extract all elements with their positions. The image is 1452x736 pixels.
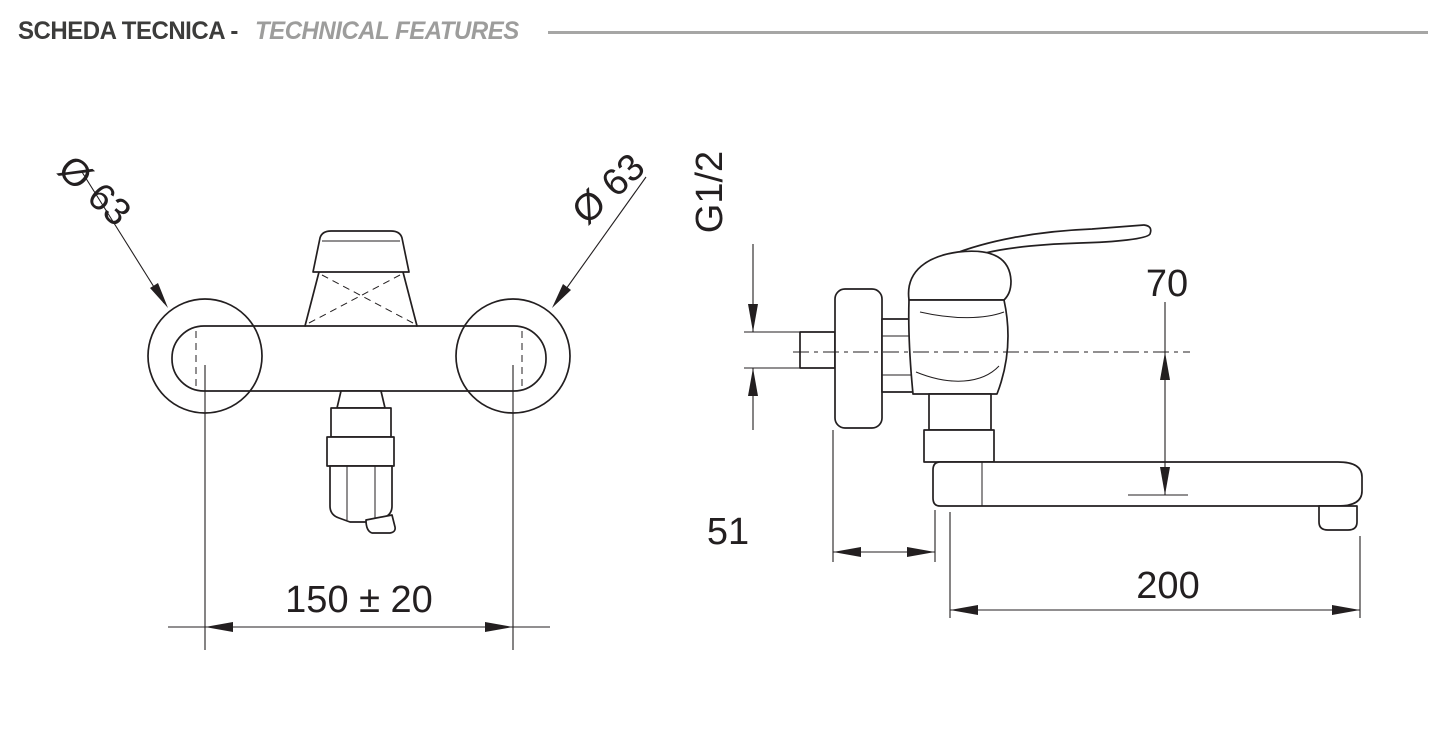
- dim-arrow-height-bottom: [1160, 467, 1170, 495]
- cartridge-cone-left: [304, 271, 320, 327]
- spout: [932, 461, 1363, 507]
- wall-nipple: [799, 331, 836, 369]
- lower-housing: [928, 393, 992, 431]
- aerator: [1318, 505, 1358, 531]
- dim-label-spout-height: 70: [1146, 263, 1188, 305]
- dim-arrow-wall-left: [833, 547, 861, 557]
- front-view: Ø 63 Ø 63 150 ± 20: [50, 146, 653, 650]
- wall-flange: [834, 288, 883, 429]
- g12-arrow-down: [748, 304, 758, 332]
- dim-label-thread-size: G1/2: [689, 151, 731, 233]
- dim-label-inlet-distance: 150 ± 20: [285, 579, 433, 621]
- leader-line-right: [555, 176, 647, 304]
- leader-arrow-right: [552, 284, 571, 308]
- outlet-body-lower: [326, 436, 395, 467]
- dim-label-wall-depth: 51: [707, 511, 749, 553]
- dim-arrow-spout-left: [950, 605, 978, 615]
- dim-arrow-inlet-left: [205, 622, 233, 632]
- hidden-line-cone-diagonal-2: [321, 274, 414, 324]
- outlet-adapter: [336, 390, 386, 409]
- handle-lever: [943, 224, 1152, 267]
- outlet-nut: [329, 465, 393, 523]
- handle-cap: [312, 230, 410, 273]
- handle-dome: [907, 250, 1012, 301]
- header-title-english: TECHNICAL FEATURES: [255, 16, 519, 45]
- outlet-body-upper: [330, 407, 392, 438]
- mixer-body-side: [907, 299, 1009, 395]
- header-title-italian: SCHEDA TECNICA -: [18, 16, 238, 45]
- sheet-header: SCHEDA TECNICA - TECHNICAL FEATURES: [0, 0, 1452, 62]
- body-contour-upper: [919, 311, 1005, 319]
- mixer-body: [171, 325, 547, 392]
- dim-arrow-spout-right: [1332, 605, 1360, 615]
- leader-arrow-left: [150, 283, 168, 308]
- dim-label-left-flange: Ø 63: [50, 148, 139, 235]
- body-contour-lower: [915, 365, 1000, 382]
- cartridge-cone-right: [402, 271, 418, 327]
- dim-arrow-inlet-right: [485, 622, 513, 632]
- outlet-spout-tip: [365, 514, 396, 534]
- dim-label-spout-length: 200: [1136, 565, 1199, 607]
- dim-arrow-wall-right: [907, 547, 935, 557]
- outlet-block: [923, 429, 995, 463]
- dim-arrow-height-top: [1160, 352, 1170, 380]
- dim-label-right-flange: Ø 63: [564, 146, 653, 233]
- side-view: G1/2 51 70 200: [689, 151, 1363, 618]
- leader-line-left: [81, 171, 165, 304]
- header-rule: [547, 30, 1428, 34]
- hidden-line-cone-diagonal-1: [308, 274, 401, 324]
- g12-arrow-up: [748, 368, 758, 396]
